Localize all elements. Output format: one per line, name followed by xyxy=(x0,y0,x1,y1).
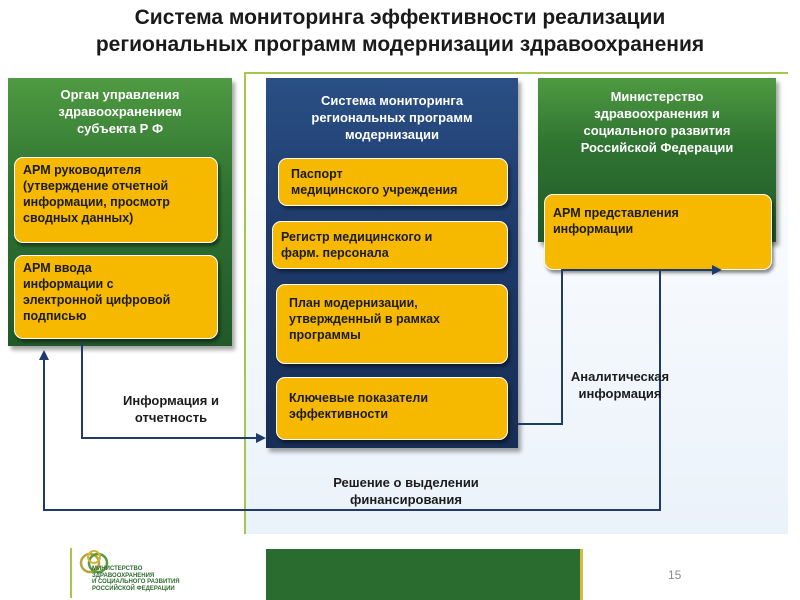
left-panel-title-line: субъекта Р Ф xyxy=(76,121,164,136)
box-arm-input: АРМ ввода информации с электронной цифро… xyxy=(14,255,218,339)
slide-title-line-2: региональных программ модернизации здрав… xyxy=(95,33,705,56)
box-personnel-register: Регистр медицинского и фарм. персонала xyxy=(272,221,508,269)
ministry-emblem-icon xyxy=(79,550,109,574)
box-line: эффективности xyxy=(289,407,389,421)
box-line: АРМ руководителя xyxy=(23,163,142,177)
label-line: Аналитическая xyxy=(570,369,670,384)
label-line: финансирования xyxy=(350,492,462,507)
slide-title: Система мониторинга эффективности реализ… xyxy=(0,4,800,58)
box-line: информации, просмотр xyxy=(23,195,170,209)
label-line: информация xyxy=(578,386,662,401)
box-line: АРМ ввода xyxy=(23,261,92,275)
left-panel-title-line: Орган управления xyxy=(60,87,180,102)
arrow-analytics-to-ministry xyxy=(518,265,722,425)
right-panel-title: Министерство здравоохранения и социально… xyxy=(538,78,776,156)
box-key-indicators: Ключевые показатели эффективности xyxy=(276,377,508,440)
footer-strip-edge xyxy=(580,549,583,600)
arrow-info-to-system xyxy=(81,342,266,443)
box-line: Паспорт xyxy=(291,167,343,181)
logo-line: И СОЦИАЛЬНОГО РАЗВИТИЯ xyxy=(92,579,180,585)
logo-line: РОССИЙСКОЙ ФЕДЕРАЦИИ xyxy=(92,585,175,592)
box-modernization-plan: План модернизации, утвержденный в рамках… xyxy=(276,284,508,364)
box-line: утвержденный в рамках xyxy=(289,312,441,326)
logo-line: МИНИСТЕРСТВО xyxy=(92,566,143,572)
ministry-logo-text: МИНИСТЕРСТВО ЗДРАВООХРАНЕНИЯ И СОЦИАЛЬНО… xyxy=(92,566,180,592)
ministry-logo: МИНИСТЕРСТВО ЗДРАВООХРАНЕНИЯ И СОЦИАЛЬНО… xyxy=(70,548,180,598)
page-number: 15 xyxy=(668,568,682,582)
box-line: сводных данных) xyxy=(23,211,134,225)
slide-title-line-1: Система мониторинга эффективности реализ… xyxy=(134,6,666,29)
label-line: Информация и xyxy=(123,393,219,408)
box-line: медицинского учреждения xyxy=(291,183,458,197)
box-line: подписью xyxy=(23,309,87,323)
box-line: программы xyxy=(289,328,361,342)
center-panel-title-line: Система мониторинга xyxy=(320,93,464,108)
center-panel-title: Система мониторинга региональных програм… xyxy=(266,78,518,143)
footer-green-strip xyxy=(266,549,580,600)
box-line: информации xyxy=(553,222,634,236)
label-info-reporting: Информация и отчетность xyxy=(86,392,256,426)
box-line: Регистр медицинского и xyxy=(281,230,433,244)
box-arm-head: АРМ руководителя (утверждение отчетной и… xyxy=(14,157,218,243)
box-line: АРМ представления xyxy=(553,206,679,220)
box-line: План модернизации, xyxy=(289,296,418,310)
left-panel-title-line: здравоохранением xyxy=(58,104,182,119)
box-line: электронной цифровой xyxy=(23,293,171,307)
box-line: Ключевые показатели xyxy=(289,391,429,405)
center-panel-title-line: модернизации xyxy=(345,127,439,142)
label-funding-decision: Решение о выделении финансирования xyxy=(296,474,516,508)
right-panel-title-line: Российской Федерации xyxy=(580,140,734,155)
label-analytical-info: Аналитическая информация xyxy=(550,368,690,402)
box-passport: Паспорт медицинского учреждения xyxy=(278,158,508,206)
box-line: (утверждение отчетной xyxy=(23,179,169,193)
box-arm-reporting: АРМ представления информации xyxy=(544,194,772,270)
left-panel-title: Орган управления здравоохранением субъек… xyxy=(8,78,232,137)
center-panel-title-line: региональных программ xyxy=(311,110,473,125)
right-panel-title-line: здравоохранения и xyxy=(594,106,720,121)
box-line: информации с xyxy=(23,277,114,291)
box-line: фарм. персонала xyxy=(281,246,389,260)
label-line: Решение о выделении xyxy=(333,475,479,490)
logo-line: ЗДРАВООХРАНЕНИЯ xyxy=(92,572,155,579)
label-line: отчетность xyxy=(134,410,208,425)
right-panel-title-line: социального развития xyxy=(583,123,731,138)
right-panel-title-line: Министерство xyxy=(610,89,704,104)
arrow-funding-decision xyxy=(39,270,661,511)
